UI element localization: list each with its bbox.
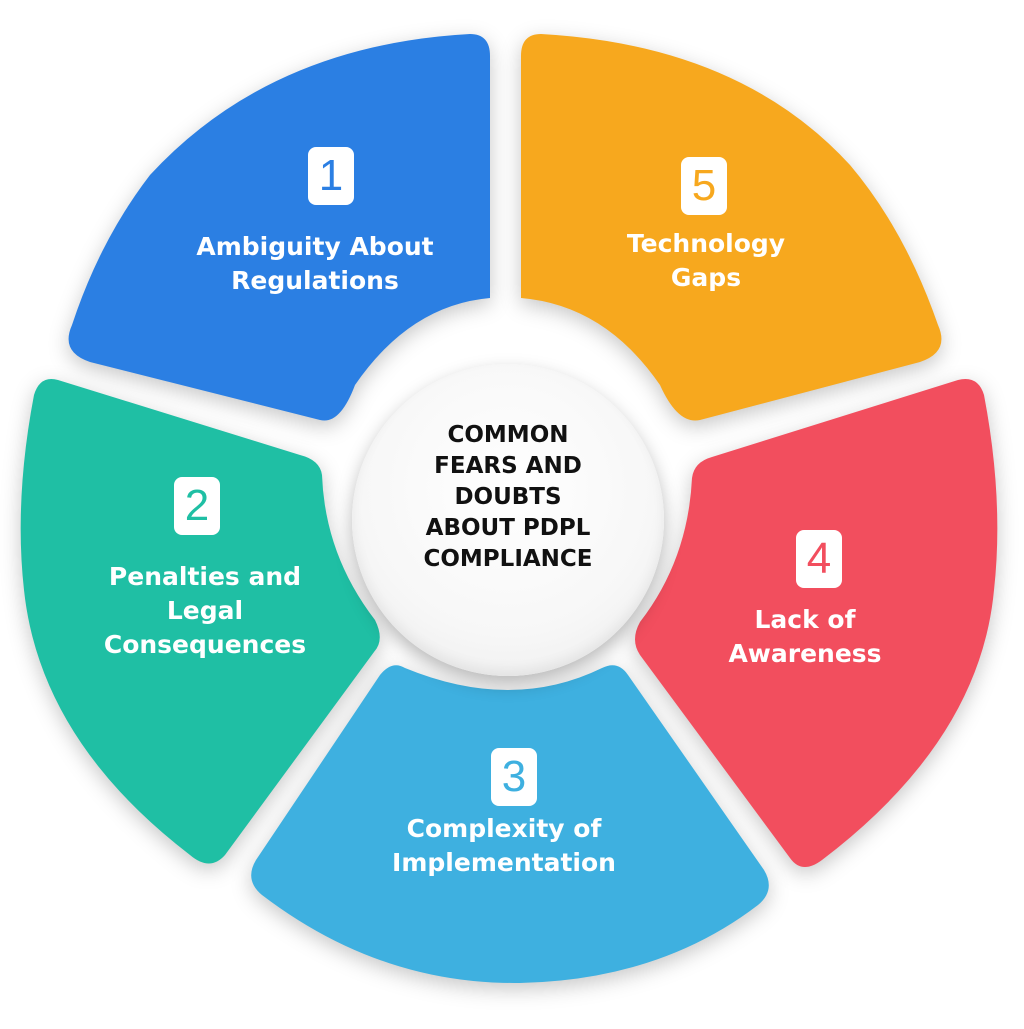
center-circle: [352, 364, 664, 676]
segment-5-shape: [521, 34, 942, 421]
segment-3-label: Complexity of Implementation: [392, 814, 616, 877]
segment-3-shape: [251, 665, 769, 984]
segment-5-number: 5: [681, 157, 727, 215]
segment-2-number: 2: [174, 477, 220, 535]
segment-1-label: Ambiguity About Regulations: [196, 232, 434, 295]
segment-4-shape: [635, 379, 998, 868]
segment-4-number: 4: [796, 530, 842, 588]
segment-3-number: 3: [491, 748, 537, 806]
segment-5-label: Technology Gaps: [626, 229, 786, 292]
segment-4-label: Lack of Awareness: [728, 605, 882, 668]
segment-2-shape: [20, 379, 380, 864]
segment-1-number: 1: [308, 147, 354, 205]
segment-1-shape: [68, 34, 491, 421]
segment-2-label: Penalties and Legal Consequences: [103, 562, 307, 659]
center-title: COMMON FEARS AND DOUBTS ABOUT PDPL COMPL…: [423, 422, 593, 572]
